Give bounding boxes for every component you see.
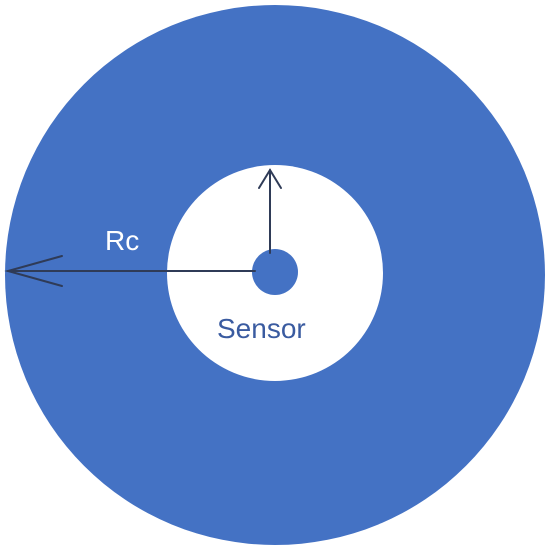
sensor-node: [252, 249, 298, 295]
coverage-radius-label: Rc: [105, 225, 139, 256]
sensing-radius-arrowhead: [258, 168, 282, 189]
sensor-label: Sensor: [217, 313, 306, 344]
sensing-radius-arrow: [258, 168, 282, 254]
coverage-radius-arrow: [4, 255, 256, 287]
coverage-radius-arrowhead: [4, 255, 63, 287]
sensing-radius-label: Rs: [308, 202, 342, 233]
